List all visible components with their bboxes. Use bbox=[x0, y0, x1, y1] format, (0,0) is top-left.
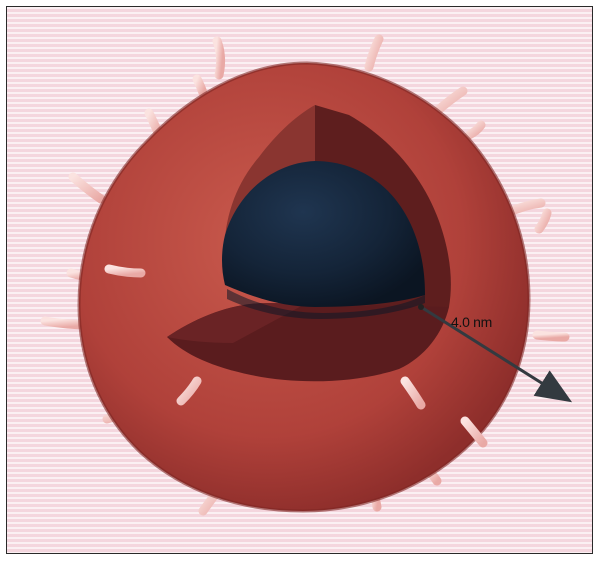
ligand bbox=[539, 213, 547, 229]
ligand bbox=[369, 39, 379, 67]
ligand bbox=[217, 41, 221, 75]
diagram-frame: 4.0 nm bbox=[6, 6, 593, 554]
radius-label: 4.0 nm bbox=[451, 314, 492, 330]
nanoparticle-illustration bbox=[7, 7, 593, 554]
ligand bbox=[197, 79, 203, 93]
ligand bbox=[537, 335, 565, 337]
ligand bbox=[469, 125, 481, 135]
ligand bbox=[437, 91, 463, 111]
ligand bbox=[73, 177, 101, 199]
ligand bbox=[109, 269, 141, 273]
